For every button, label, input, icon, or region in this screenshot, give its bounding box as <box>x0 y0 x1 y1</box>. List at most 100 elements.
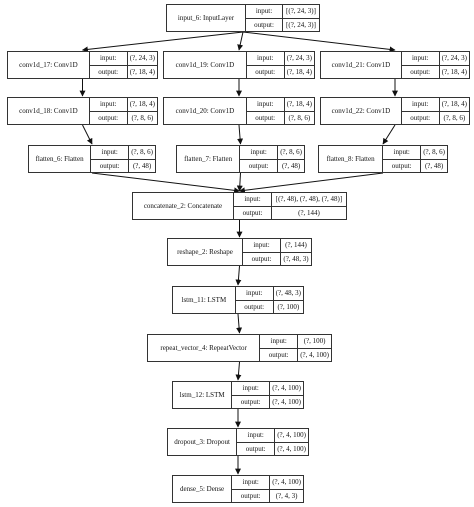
output-label: output: <box>237 442 276 455</box>
layer-name: input_6: InputLayer <box>167 5 246 31</box>
output-label: output: <box>383 159 422 172</box>
input-row: input:(?, 8, 6) <box>383 146 447 159</box>
output-shape: (?, 48, 3) <box>283 254 309 263</box>
edge-flatten-7-to-concatenate-2 <box>236 172 243 192</box>
layer-name: flatten_7: Flatten <box>177 146 241 172</box>
input-row: input:(?, 8, 6) <box>240 146 304 159</box>
output-label: output: <box>91 159 130 172</box>
input-shape: [(?, 24, 3)] <box>286 7 316 16</box>
input-shape: (?, 8, 6) <box>280 148 302 157</box>
output-label: output: <box>236 300 274 313</box>
input-shape: (?, 144) <box>285 241 307 250</box>
output-label: output: <box>232 489 271 502</box>
output-shape: (?, 8, 6) <box>288 113 311 122</box>
input-label: input: <box>247 98 285 111</box>
input-label: input: <box>232 476 271 489</box>
output-label: output: <box>260 348 299 361</box>
input-shape: (?, 48, 3) <box>275 289 301 298</box>
layer-name: conv1d_20: Conv1D <box>164 98 247 124</box>
input-label: input: <box>234 193 272 206</box>
input-label: input: <box>383 146 422 159</box>
output-shape: (?, 100) <box>277 302 300 311</box>
input-shape: (?, 18, 4) <box>441 100 467 109</box>
edge-flatten-6-to-concatenate-2 <box>91 172 241 194</box>
output-row: output:(?, 18, 4) <box>89 64 157 78</box>
input-label: input: <box>90 98 128 111</box>
layer-name: dense_5: Dense <box>173 476 233 502</box>
edge-lstm-11-to-repeat-vector-4 <box>236 313 243 334</box>
output-row: output:(?, 4, 100) <box>232 394 303 408</box>
edge-input-6-to-conv1d-19 <box>237 31 244 51</box>
input-label: input: <box>402 98 440 111</box>
input-shape: (?, 18, 4) <box>286 100 312 109</box>
output-row: output:(?, 18, 4) <box>401 64 469 78</box>
input-label: input: <box>232 382 271 395</box>
input-label: input: <box>247 52 285 65</box>
output-shape: (?, 18, 4) <box>286 67 312 76</box>
layer-name: lstm_11: LSTM <box>173 287 236 313</box>
layer-name: conv1d_19: Conv1D <box>164 52 247 78</box>
input-label: input: <box>243 239 281 252</box>
edge-conv1d-20-to-flatten-7 <box>237 124 244 145</box>
input-shape: (?, 4, 100) <box>272 478 301 487</box>
edge-conv1d-18-to-flatten-6 <box>82 124 93 145</box>
output-shape: (?, 4, 100) <box>300 350 329 359</box>
edge-input-6-to-conv1d-21 <box>242 31 396 53</box>
input-shape: [(?, 48), (?, 48), (?, 48)] <box>275 195 343 204</box>
output-shape: (?, 18, 4) <box>129 67 155 76</box>
input-row: input:[(?, 24, 3)] <box>246 5 319 18</box>
input-row: input:(?, 4, 100) <box>237 429 308 442</box>
output-row: output:(?, 144) <box>234 205 346 219</box>
output-shape: (?, 144) <box>298 208 320 217</box>
input-row: input:(?, 18, 4) <box>247 98 314 111</box>
output-row: output:(?, 48, 3) <box>243 251 311 265</box>
input-row: input:(?, 18, 4) <box>90 98 157 111</box>
output-label: output: <box>247 65 285 78</box>
edge-conv1d-22-to-flatten-8 <box>382 124 396 145</box>
output-row: output:(?, 18, 4) <box>246 64 314 78</box>
layer-name: dropout_3: Dropout <box>168 429 238 455</box>
output-row: output:(?, 4, 3) <box>232 488 303 502</box>
input-shape: (?, 18, 4) <box>129 100 155 109</box>
layer-name: conv1d_17: Conv1D <box>8 52 90 78</box>
edge-flatten-8-to-concatenate-2 <box>238 172 384 194</box>
layer-name: repeat_vector_4: RepeatVector <box>148 335 261 361</box>
input-row: input:[(?, 48), (?, 48), (?, 48)] <box>234 193 346 206</box>
output-row: output:(?, 8, 6) <box>246 110 314 124</box>
output-shape: (?, 4, 100) <box>272 397 301 406</box>
output-shape: (?, 8, 6) <box>131 113 154 122</box>
input-shape: (?, 8, 6) <box>131 148 153 157</box>
edge-input-6-to-conv1d-17 <box>81 31 244 53</box>
input-row: input:(?, 4, 100) <box>232 382 303 395</box>
layer-name: conv1d_18: Conv1D <box>8 98 90 124</box>
output-row: output:(?, 4, 100) <box>260 347 331 361</box>
input-label: input: <box>91 146 130 159</box>
layer-name: conv1d_22: Conv1D <box>321 98 402 124</box>
input-row: input:(?, 24, 3) <box>247 52 314 65</box>
output-label: output: <box>243 252 281 265</box>
output-row: output:(?, 48) <box>91 158 155 172</box>
layer-name: flatten_6: Flatten <box>29 146 92 172</box>
output-label: output: <box>247 111 285 124</box>
input-label: input: <box>237 429 276 442</box>
output-shape: (?, 4, 100) <box>277 444 306 453</box>
output-label: output: <box>402 111 440 124</box>
input-label: input: <box>240 146 279 159</box>
output-shape: (?, 18, 4) <box>441 67 467 76</box>
output-shape: (?, 8, 6) <box>443 113 466 122</box>
input-row: input:(?, 18, 4) <box>402 98 469 111</box>
layer-name: flatten_8: Flatten <box>319 146 384 172</box>
